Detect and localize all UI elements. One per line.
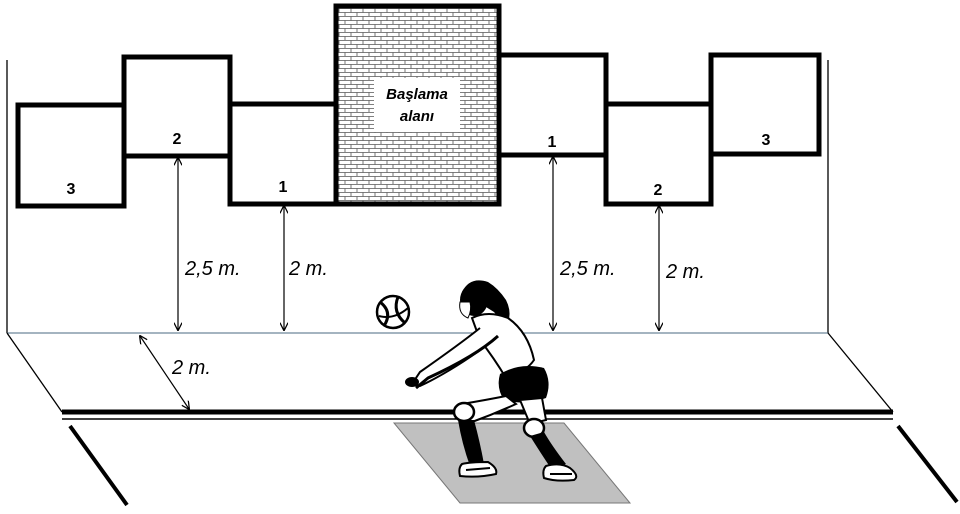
target-number-left-3: 3 — [67, 181, 76, 198]
player-figure — [405, 280, 578, 482]
start-area-label-bg — [374, 78, 460, 132]
standing-mat — [392, 422, 632, 504]
court-sideline-left — [68, 424, 129, 507]
distance-label: 2 m. — [171, 357, 211, 379]
target-number-right-2: 2 — [654, 182, 663, 199]
start-area-label-line2: alanı — [400, 108, 434, 125]
target-number-left-1: 1 — [279, 179, 288, 196]
height-label-right-2: 2 m. — [665, 261, 705, 283]
floor-right-edge — [827, 332, 894, 413]
court-sideline-right — [896, 424, 959, 504]
distance-arrow — [140, 336, 189, 409]
height-label-left-2: 2,5 m. — [184, 258, 241, 280]
height-label-right-1: 2,5 m. — [559, 258, 616, 280]
volleyball — [375, 294, 411, 330]
height-label-left-1: 2 m. — [288, 258, 328, 280]
target-number-right-1: 1 — [548, 134, 557, 151]
target-box-right-3 — [708, 52, 822, 157]
floor-left-edge — [6, 332, 63, 413]
target-number-left-2: 2 — [173, 131, 182, 148]
target-number-right-3: 3 — [762, 132, 771, 149]
start-area-label-line1: Başlama — [386, 86, 448, 103]
